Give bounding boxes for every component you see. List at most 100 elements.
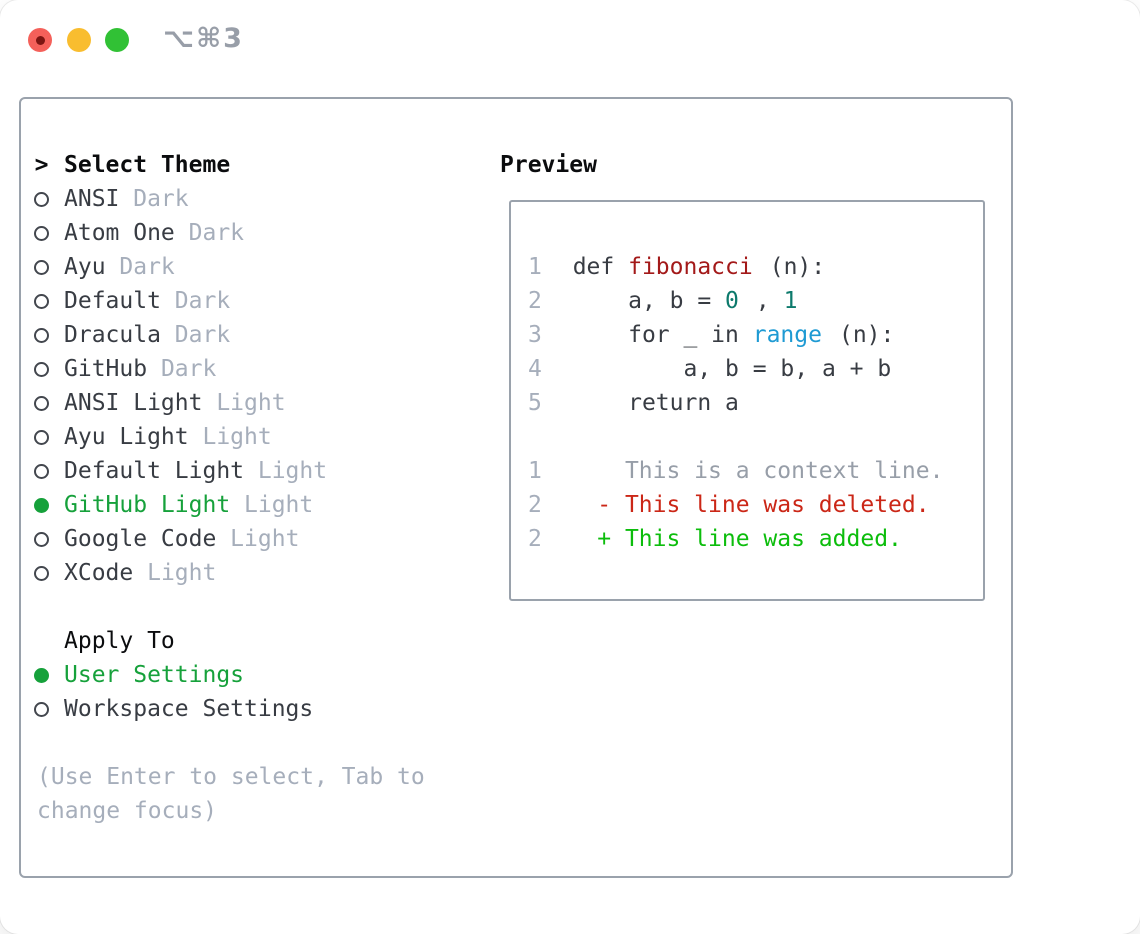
option-label: Ayu Light <box>64 424 189 450</box>
option-label: Default <box>64 288 161 314</box>
code-segment-context: This is a context line. <box>555 458 944 484</box>
marker-cell <box>33 191 50 207</box>
apply-to-header: Apply To <box>33 624 477 658</box>
radio-unselected-icon <box>34 463 49 479</box>
line-number: 2 <box>528 288 556 314</box>
code-segment-number: 0 <box>725 288 739 314</box>
option-variant-label: Light <box>244 458 328 484</box>
spacer <box>33 590 477 624</box>
radio-unselected-icon <box>34 225 49 241</box>
option-label: Google Code <box>64 526 217 552</box>
code-line: 1 def fibonacci(n): <box>528 250 983 284</box>
marker-cell <box>33 225 50 241</box>
marker-cell <box>33 395 50 411</box>
option-label: GitHub <box>64 356 148 382</box>
radio-unselected-icon <box>34 395 49 411</box>
theme-option-dracula[interactable]: Dracula Dark <box>33 318 477 352</box>
radio-unselected-icon <box>34 191 49 207</box>
window-title-shortcut: ⌥⌘3 <box>163 23 244 54</box>
code-line: 2 - This line was deleted. <box>528 488 983 522</box>
line-number: 3 <box>528 322 556 348</box>
hint-text: (Use Enter to select, Tab to change focu… <box>37 764 425 824</box>
close-dot-icon <box>35 35 45 45</box>
radio-unselected-icon <box>34 259 49 275</box>
option-variant-label: Light <box>202 390 286 416</box>
code-line: 1 This is a context line. <box>528 454 983 488</box>
marker-cell <box>33 667 50 683</box>
theme-option-ayu-light[interactable]: Ayu Light Light <box>33 420 477 454</box>
theme-option-ayu[interactable]: Ayu Dark <box>33 250 477 284</box>
line-number: 1 <box>528 458 556 484</box>
option-label: Atom One <box>64 220 175 246</box>
theme-option-default-light[interactable]: Default Light Light <box>33 454 477 488</box>
option-label: ANSI <box>64 186 120 212</box>
option-label: ANSI Light <box>64 390 203 416</box>
radio-unselected-icon <box>34 361 49 377</box>
code-segment-func: fibonacci <box>628 254 753 280</box>
code-segment-number: 1 <box>783 288 798 314</box>
option-variant-label: Light <box>188 424 272 450</box>
apply-option-user-settings[interactable]: User Settings <box>33 658 477 692</box>
marker-cell <box>33 259 50 275</box>
select-theme-label: Select Theme <box>64 152 231 178</box>
option-label: User Settings <box>64 662 245 688</box>
theme-option-ansi[interactable]: ANSI Dark <box>33 182 477 216</box>
radio-unselected-icon <box>34 701 49 717</box>
radio-unselected-icon <box>34 429 49 445</box>
code-line: 2 a, b = 0, 1 <box>528 284 983 318</box>
marker-cell <box>33 361 50 377</box>
option-variant-label: Dark <box>160 288 231 314</box>
minimize-button[interactable] <box>67 28 91 52</box>
code-segment-code: , <box>755 288 784 314</box>
marker-cell <box>33 701 50 717</box>
theme-option-xcode[interactable]: XCode Light <box>33 556 477 590</box>
theme-option-atom-one[interactable]: Atom One Dark <box>33 216 477 250</box>
maximize-button[interactable] <box>105 28 129 52</box>
code-line: 2 + This line was added. <box>528 522 983 556</box>
option-label: Dracula <box>64 322 161 348</box>
option-label: Workspace Settings <box>64 696 314 722</box>
code-segment-code: (n): <box>769 254 826 280</box>
radio-selected-icon <box>34 667 49 683</box>
line-number: 5 <box>528 390 556 416</box>
option-label: Default Light <box>64 458 245 484</box>
option-variant-label: Dark <box>105 254 175 280</box>
option-variant-label: Light <box>216 526 300 552</box>
option-label: GitHub Light <box>64 492 231 518</box>
line-number: 1 <box>528 254 556 280</box>
marker-cell <box>33 497 50 513</box>
apply-to-label: Apply To <box>64 628 175 654</box>
radio-unselected-icon <box>34 327 49 343</box>
prompt-cursor-icon: > <box>34 152 49 178</box>
select-theme-header: > Select Theme <box>33 148 477 182</box>
titlebar: ⌥⌘3 <box>0 0 1140 80</box>
code-line <box>528 420 983 454</box>
code-segment-code: for _ in <box>572 322 753 348</box>
radio-selected-icon <box>34 497 49 513</box>
theme-option-default[interactable]: Default Dark <box>33 284 477 318</box>
code-segment-builtin: range <box>752 322 822 348</box>
preview-header: Preview <box>500 152 597 178</box>
code-segment-code: a, b = b, a + b <box>572 356 892 382</box>
apply-option-workspace-settings[interactable]: Workspace Settings <box>33 692 477 726</box>
line-number: 2 <box>528 526 556 552</box>
theme-option-ansi-light[interactable]: ANSI Light Light <box>33 386 477 420</box>
option-variant-label: Dark <box>160 322 231 348</box>
close-button[interactable] <box>28 28 52 52</box>
marker-cell <box>33 429 50 445</box>
line-number: 4 <box>528 356 556 382</box>
option-variant-label: Dark <box>174 220 245 246</box>
theme-option-github[interactable]: GitHub Dark <box>33 352 477 386</box>
option-variant-label: Dark <box>119 186 189 212</box>
code-segment-added: + This line was added. <box>555 526 902 552</box>
option-label: Ayu <box>64 254 106 280</box>
marker-cell <box>33 463 50 479</box>
radio-unselected-icon <box>34 531 49 547</box>
theme-option-github-light[interactable]: GitHub Light Light <box>33 488 477 522</box>
theme-option-google-code[interactable]: Google Code Light <box>33 522 477 556</box>
code-line: 3 for _ in range(n): <box>528 318 983 352</box>
